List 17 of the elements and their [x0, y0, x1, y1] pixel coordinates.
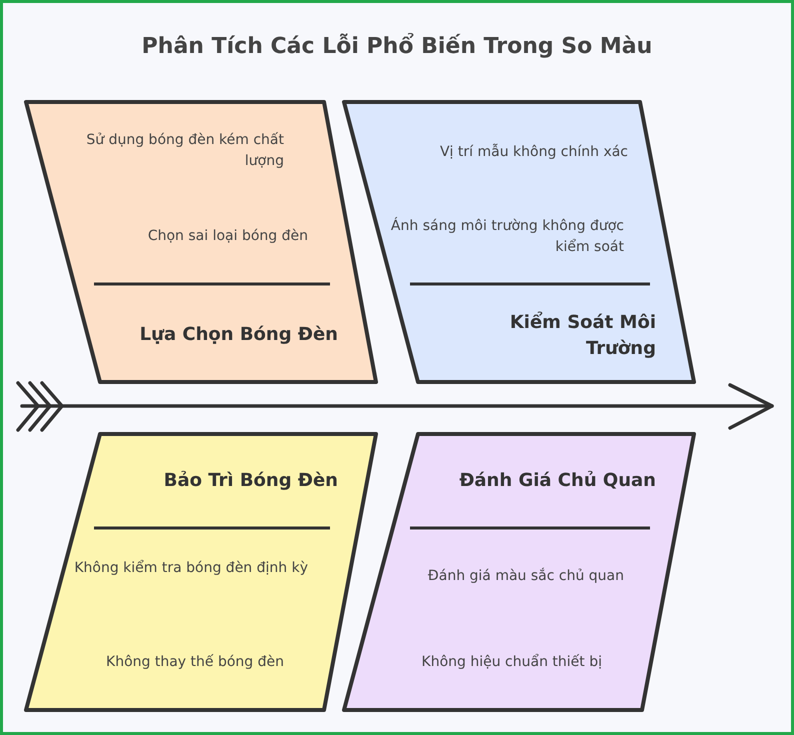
cause-text: Chọn sai loại bóng đèn	[146, 227, 308, 246]
cause-text: Vị trí mẫu không chính xác	[438, 142, 628, 162]
cause-category-parallelogram	[340, 430, 698, 714]
category-heading: Kiểm Soát Môi Trường	[508, 310, 656, 361]
category-heading: Đánh Giá Chủ Quan	[458, 469, 656, 493]
category-heading: Bảo Trì Bóng Đèn	[162, 469, 338, 493]
category-heading: Lựa Chọn Bóng Đèn	[138, 323, 338, 347]
diagram-title: Phân Tích Các Lỗi Phổ Biến Trong So Màu	[140, 34, 654, 59]
cause-text: Không hiệu chuẩn thiết bị	[420, 652, 602, 672]
cause-text: Không kiểm tra bóng đèn định kỳ	[73, 558, 308, 578]
cause-text: Không thay thế bóng đèn	[105, 653, 284, 672]
cause-text: Ánh sáng môi trường không được kiểm soát	[390, 216, 624, 257]
cause-text: Sử dụng bóng đèn kém chất lượng	[85, 131, 284, 171]
cause-category-parallelogram	[22, 430, 380, 714]
cause-category-parallelogram	[340, 98, 698, 386]
cause-text: Đánh giá màu sắc chủ quan	[426, 566, 624, 586]
cause-category-parallelogram	[22, 98, 380, 386]
